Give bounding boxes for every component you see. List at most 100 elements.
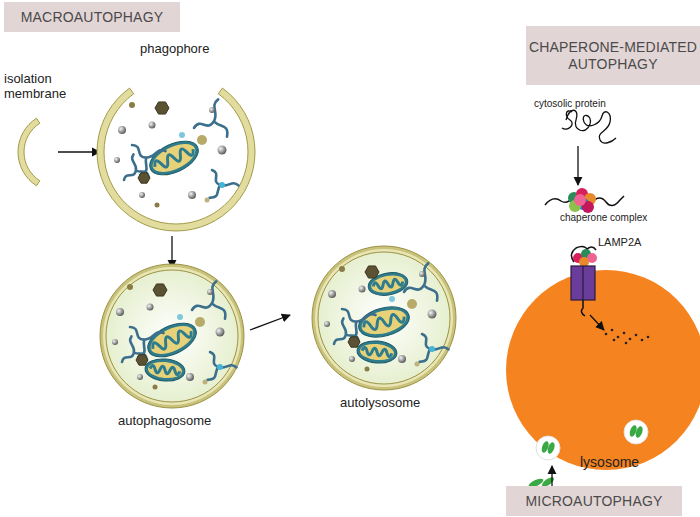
header-text: MACROAUTOPHAGY: [21, 9, 164, 26]
vesicle-sphere: [328, 290, 336, 298]
particle: [129, 102, 135, 108]
mitochondrion: [355, 302, 412, 343]
particle: [205, 198, 210, 203]
structure-label: LAMP2A: [598, 236, 668, 249]
protein-strand: [415, 330, 450, 362]
structure-label: phagophore: [140, 42, 250, 57]
hexagon-particle: [365, 266, 379, 278]
protein-strand: [192, 281, 225, 318]
particle: [629, 338, 632, 341]
membrane-inner: [106, 270, 238, 402]
structure-label: cytosolic protein: [534, 98, 644, 110]
vesicle-sphere: [349, 356, 355, 362]
cargo: [324, 263, 450, 371]
particle: [197, 135, 207, 145]
cytosolic-protein: [562, 110, 616, 143]
particle: [647, 336, 650, 339]
vesicle-sphere: [149, 122, 156, 129]
vesicle-sphere: [114, 157, 120, 163]
particle: [179, 132, 185, 138]
lamp2a-receptor: [571, 266, 595, 300]
protein-strand: [203, 348, 238, 380]
arrow: [590, 315, 604, 330]
mitochondrion-outer: [355, 302, 412, 343]
particle: [617, 336, 620, 339]
arrow: [250, 315, 290, 330]
particle: [415, 362, 420, 367]
mitochondrion: [144, 357, 186, 382]
header-text: MICROAUTOPHAGY: [525, 493, 662, 510]
mitochondrion-inner: [359, 305, 409, 338]
phagophore-lumen: [104, 80, 248, 224]
vesicle-sphere: [112, 339, 118, 345]
mitochondrion: [356, 339, 398, 364]
protein-strand: [335, 296, 380, 339]
structure-label: chaperone complex: [560, 212, 680, 224]
mitochondrion: [145, 134, 204, 181]
vesicle-sphere: [216, 328, 225, 337]
mitochondrion-outer: [144, 357, 186, 382]
vesicle-sphere: [137, 374, 143, 380]
engulfed-cargo: [546, 441, 556, 454]
protein-strand: [205, 166, 240, 198]
hexagon-particle: [153, 284, 167, 296]
header-text: CHAPERONE-MEDIATED AUTOPHAGY: [526, 39, 700, 73]
cargo: [112, 281, 238, 389]
cargo: [114, 99, 240, 207]
membrane-lumen: [103, 267, 241, 405]
particle: [625, 342, 628, 345]
vesicle-sphere: [188, 191, 196, 199]
mitochondrion-inner: [149, 138, 200, 177]
particle: [195, 317, 205, 327]
hexagon-particle: [138, 173, 150, 183]
hexagon-particle: [348, 337, 360, 347]
particle: [127, 284, 133, 290]
lamp2a-channel: [582, 266, 583, 300]
cristae: [153, 145, 195, 172]
particle: [177, 314, 183, 320]
mitochondrion-inner: [359, 343, 394, 362]
structure-label: lysosome: [580, 454, 670, 470]
structure-label: autophagosome: [118, 414, 238, 429]
hexagon-particle: [136, 355, 148, 365]
vesicle-sphere: [324, 321, 330, 327]
protein-strand: [194, 99, 227, 136]
microautophagic-vesicle: [624, 420, 648, 444]
protein-strand: [123, 314, 168, 357]
cristae: [362, 347, 392, 357]
engulfed-cargo: [634, 425, 644, 438]
particle: [605, 333, 608, 336]
mitochondrion-outer: [143, 316, 202, 363]
mitochondrion-outer: [356, 339, 398, 364]
vesicle-sphere: [116, 308, 124, 316]
arrow: [577, 146, 578, 185]
protein-strand: [125, 132, 170, 175]
lysosome-body: [506, 270, 700, 470]
phagophore-membrane: [97, 88, 255, 231]
mitochondrion-inner: [147, 320, 198, 359]
vesicle-sphere: [207, 289, 213, 295]
arrow: [171, 236, 172, 268]
particle: [611, 329, 614, 332]
section-header: MACROAUTOPHAGY: [4, 2, 180, 32]
membrane-outer: [312, 246, 456, 390]
particle: [339, 266, 345, 272]
particle: [641, 339, 644, 342]
particle: [217, 364, 223, 370]
particle: [635, 334, 638, 337]
translocated-chain: [581, 300, 585, 316]
particle: [203, 380, 208, 385]
particle: [429, 346, 435, 352]
particle: [219, 182, 225, 188]
cristae: [151, 327, 193, 354]
vesicle-sphere: [209, 107, 215, 113]
membrane-inner: [318, 252, 450, 384]
particle: [155, 203, 160, 208]
arrow: [58, 151, 100, 152]
vesicle-sphere: [118, 126, 126, 134]
particle: [153, 385, 158, 390]
hexagon-particle: [155, 102, 169, 114]
vesicle-sphere: [147, 304, 154, 311]
particle: [623, 332, 626, 335]
mitochondrion-outer: [145, 134, 204, 181]
